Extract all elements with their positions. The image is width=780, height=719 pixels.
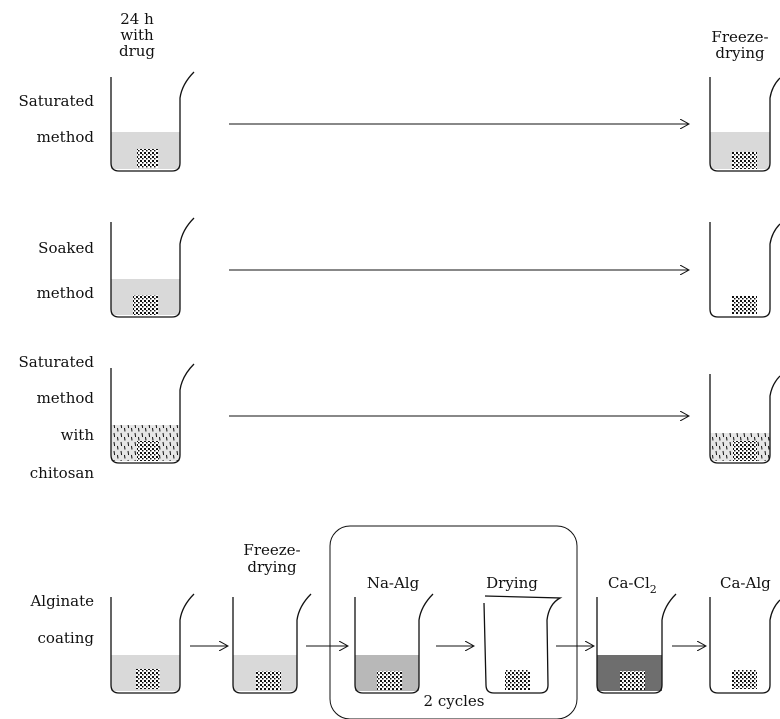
freeze-drying-label-line2: drying <box>715 44 765 62</box>
row-label-chitosan-line2: method <box>37 389 95 407</box>
row-label-chitosan-line4: chitosan <box>30 464 95 482</box>
row-label-alginate-line2: coating <box>38 629 95 647</box>
beaker-alginate-freeze-dried <box>232 593 312 694</box>
beaker-na-alg <box>354 593 434 694</box>
beaker-soaked-end <box>709 222 780 318</box>
beaker-cacl2 <box>596 593 677 694</box>
row-label-saturated-line2: method <box>37 128 95 146</box>
beaker-ca-alg <box>709 597 780 694</box>
alginate-freeze-label-line1: Freeze- <box>243 541 300 559</box>
incubation-label-line3: drug <box>119 42 155 60</box>
drying-label: Drying <box>486 574 538 592</box>
beaker-chitosan-start <box>110 363 195 464</box>
row-label-soaked-line1: Soaked <box>38 239 94 257</box>
beaker-chitosan-end <box>709 374 780 464</box>
cycles-label: 2 cycles <box>424 692 485 710</box>
beaker-saturated-start <box>110 71 195 172</box>
beaker-soaked-start <box>110 217 195 318</box>
cacl-label: Ca-Cl2 <box>608 574 657 596</box>
row-label-chitosan-line1: Saturated <box>18 353 94 371</box>
freeze-drying-label-line1: Freeze- <box>711 28 768 46</box>
ca-alg-label: Ca-Alg <box>720 574 771 592</box>
row-label-soaked-line2: method <box>37 284 95 302</box>
incubation-label-line1: 24 h <box>120 10 154 28</box>
row-label-saturated-line1: Saturated <box>18 92 94 110</box>
beaker-saturated-end <box>709 77 780 172</box>
cacl-label-main: Ca-Cl <box>608 574 650 592</box>
incubation-label-line2: with <box>120 26 154 44</box>
beaker-alginate-start <box>110 593 195 694</box>
na-alg-label: Na-Alg <box>367 574 420 592</box>
cycle-box <box>329 525 578 719</box>
row-label-alginate-line1: Alginate <box>29 592 94 610</box>
row-label-chitosan-line3: with <box>61 426 95 444</box>
beaker-drying <box>483 595 563 694</box>
cacl-label-subscript: 2 <box>650 583 657 596</box>
alginate-freeze-label-line2: drying <box>247 558 297 576</box>
